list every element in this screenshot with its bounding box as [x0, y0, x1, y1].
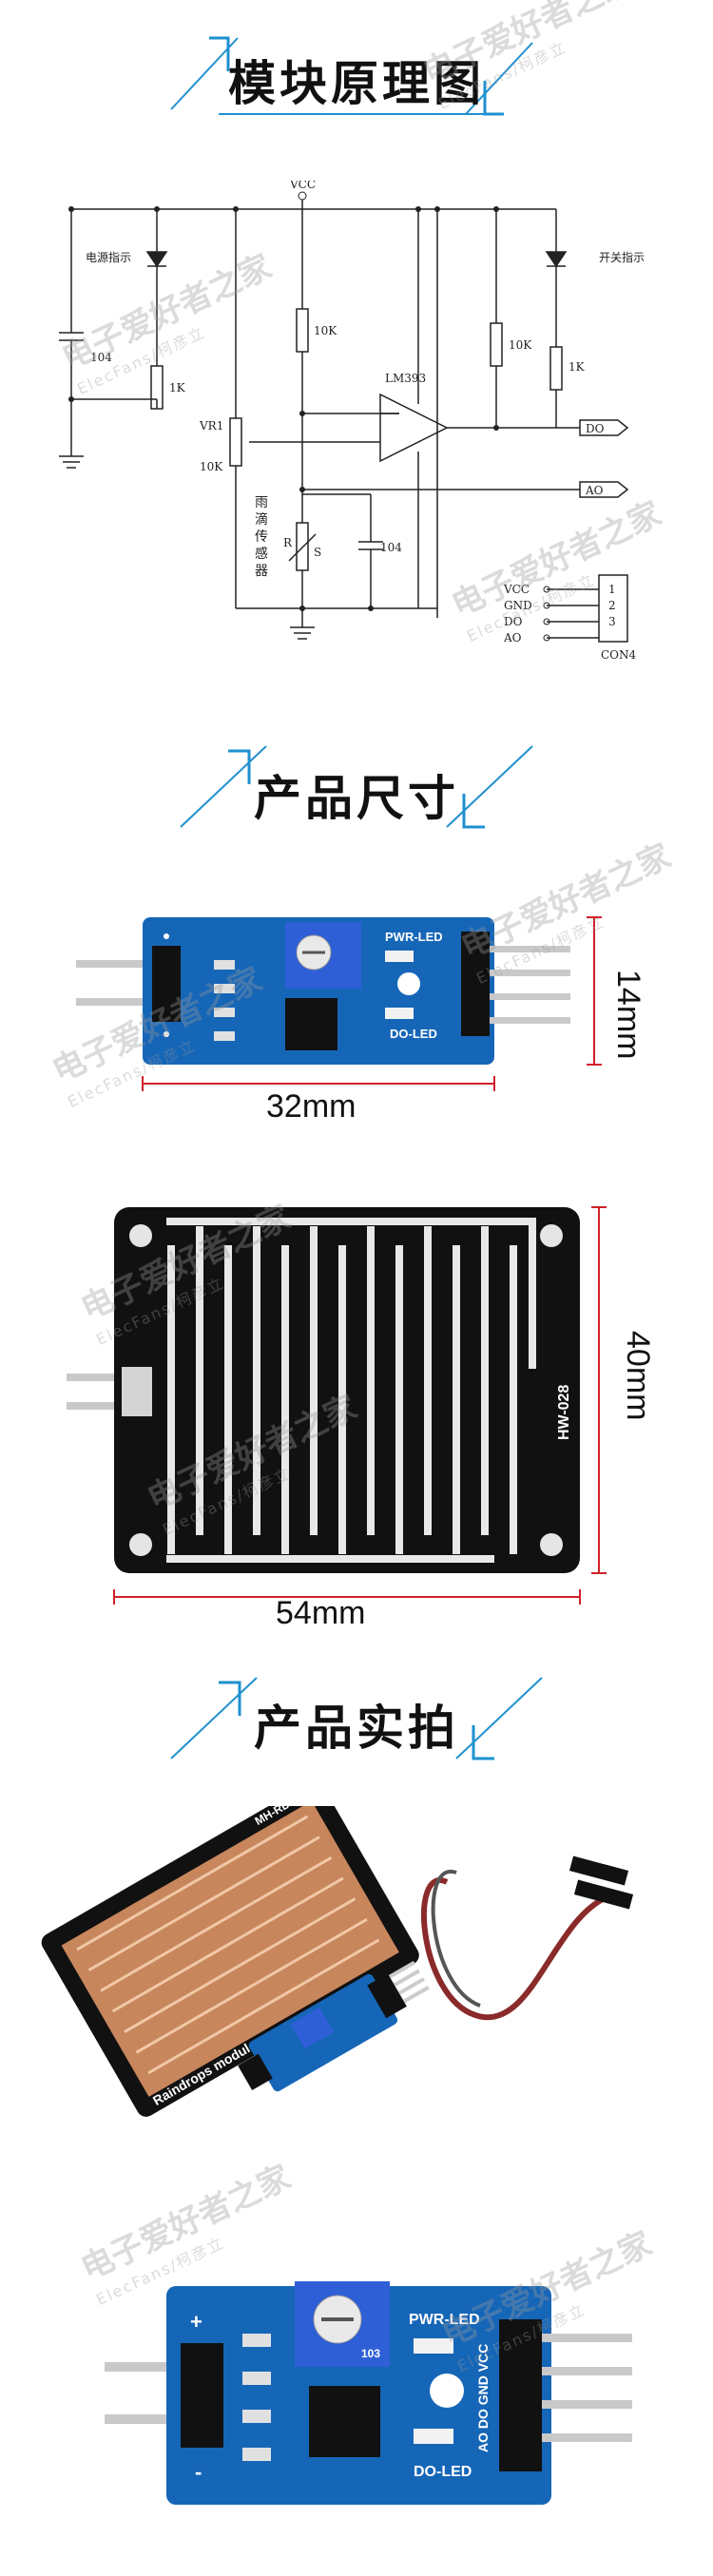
board-model-label: HW-028: [556, 1385, 572, 1440]
banner-decoration: [170, 1677, 543, 1760]
pin-ao: AO: [503, 631, 522, 644]
minus-label: -: [195, 2460, 202, 2484]
board-dimension-view: HW-028 54mm 40mm: [0, 1188, 713, 1635]
size-title: 产品尺寸: [254, 771, 459, 826]
pin-number-2: 2: [608, 599, 616, 612]
plus-label: +: [190, 2310, 202, 2334]
chip-label: LM393: [385, 372, 426, 385]
vr-label: VR1: [199, 419, 223, 433]
do-led-label: DO-LED: [390, 1027, 437, 1041]
photo-title-banner: 产品实拍: [0, 1663, 713, 1778]
board-svg: HW-028: [67, 1206, 607, 1605]
vr-value-label: 10K: [200, 460, 223, 473]
pin-number-3: 3: [608, 615, 616, 628]
vcc-label: VCC: [289, 181, 316, 191]
r3-label: 10K: [509, 338, 532, 352]
schematic-title-banner: 模块原理图: [0, 19, 713, 133]
module-svg: PWR-LED DO-LED: [76, 916, 602, 1091]
r-label: R: [283, 536, 293, 549]
pin-vcc: VCC: [503, 583, 530, 596]
pins-closeup-label: AO DO GND VCC: [475, 2344, 491, 2452]
size-title-banner: 产品尺寸: [0, 732, 713, 846]
ao-label: AO: [585, 484, 604, 497]
pot-label: 103: [361, 2347, 380, 2360]
pin-do: DO: [504, 615, 523, 628]
do-led-closeup-label: DO-LED: [414, 2464, 472, 2480]
connector-label: CON4: [601, 648, 637, 662]
schematic-svg: VCC 电源指示 开关指示 104 1K 10K 10K 1K VR1 10K …: [59, 178, 645, 662]
pin-number-1: 1: [608, 583, 616, 596]
module-closeup: + - 103 PWR-LED DO-LED AO DO GND VCC: [0, 2262, 713, 2538]
photo-title: 产品实拍: [254, 1701, 459, 1756]
module-closeup-svg: + - 103 PWR-LED DO-LED AO DO GND VCC: [105, 2281, 632, 2505]
banner-decoration: [180, 745, 533, 829]
module-dimension-view: PWR-LED DO-LED 32mm 14mm: [0, 894, 713, 1131]
schematic-title: 模块原理图: [228, 56, 485, 111]
c2-label: 104: [380, 541, 402, 554]
do-label: DO: [586, 422, 605, 435]
schematic-diagram: VCC 电源指示 开关指示 104 1K 10K 10K 1K VR1 10K …: [0, 178, 713, 675]
switch-indicator-label: 开关指示: [599, 250, 645, 264]
product-photo-svg: Raindrops module MH-RD: [41, 1780, 634, 2117]
board-width-label: 54mm: [276, 1595, 366, 1631]
pwr-led-closeup-label: PWR-LED: [409, 2312, 480, 2328]
power-indicator-label: 电源指示: [86, 250, 131, 264]
c1-label: 104: [90, 351, 112, 364]
s-label: S: [314, 546, 321, 559]
r1-label: 1K: [169, 381, 186, 394]
sensor-label: 雨滴传感器: [255, 495, 268, 579]
board-height-label: 40mm: [620, 1331, 656, 1421]
pin-gnd: GND: [504, 599, 532, 612]
r2-label: 10K: [314, 324, 337, 337]
module-width-label: 32mm: [266, 1088, 356, 1125]
r4-label: 1K: [568, 360, 586, 374]
banner-decoration: [170, 36, 533, 116]
product-photo: Raindrops module MH-RD: [0, 1780, 713, 2158]
pwr-led-label: PWR-LED: [385, 930, 443, 944]
module-height-label: 14mm: [610, 970, 646, 1060]
